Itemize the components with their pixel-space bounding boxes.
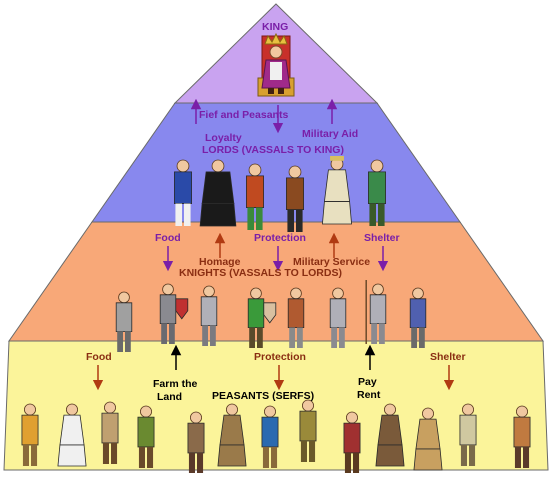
- peasants-title: PEASANTS (SERFS): [212, 390, 315, 402]
- pay-label-line2: Rent: [357, 389, 381, 401]
- knight-figure-icon: [247, 287, 277, 348]
- lord-figure-icon: [199, 159, 237, 227]
- knight-figure-icon: [287, 287, 305, 348]
- peasant-figure-icon: [187, 411, 205, 474]
- protection-label-peasants: Protection: [254, 351, 306, 363]
- peasant-figure-icon: [21, 403, 39, 466]
- knight-figure-icon: [159, 283, 189, 344]
- homage-label: Homage: [199, 256, 241, 268]
- peasant-figure-icon: [217, 403, 247, 467]
- knights-title: KNIGHTS (VASSALS TO LORDS): [179, 267, 342, 279]
- farm-label-line2: Land: [157, 391, 183, 403]
- loyalty-label: Loyalty: [205, 132, 242, 144]
- knight-figure-icon: [329, 287, 347, 348]
- food-label-peasants: Food: [86, 351, 112, 363]
- lord-figure-icon: [286, 165, 304, 232]
- peasant-figure-icon: [413, 407, 443, 471]
- lord-figure-icon: [246, 163, 264, 230]
- peasant-figure-icon: [299, 399, 317, 462]
- shelter-label-knights: Shelter: [364, 232, 400, 244]
- lord-figure-icon: [321, 156, 353, 225]
- food-label-knights: Food: [155, 232, 181, 244]
- peasant-figure-icon: [343, 411, 361, 474]
- farm-label-line1: Farm the: [153, 378, 198, 390]
- protection-label-knights: Protection: [254, 232, 306, 244]
- knight-figure-icon: [365, 280, 387, 344]
- peasant-figure-icon: [375, 403, 405, 467]
- king-on-throne-icon: [257, 32, 295, 97]
- military-service-label: Military Service: [293, 256, 371, 268]
- peasant-figure-icon: [137, 405, 155, 468]
- pay-label-line1: Pay: [358, 376, 377, 388]
- peasant-figure-icon: [101, 401, 119, 464]
- military-aid-label: Military Aid: [302, 128, 359, 140]
- peasant-figure-icon: [459, 403, 477, 466]
- lord-figure-icon: [368, 159, 386, 226]
- peasant-figure-icon: [513, 405, 531, 468]
- knight-figure-icon: [409, 287, 427, 348]
- peasant-figure-icon: [57, 403, 87, 467]
- lord-figure-icon: [174, 159, 192, 226]
- shelter-label-peasants: Shelter: [430, 351, 466, 363]
- fief-label: Fief and Peasants: [199, 109, 289, 121]
- peasant-figure-icon: [261, 405, 279, 468]
- king-title: KING: [262, 21, 289, 33]
- lords-title: LORDS (VASSALS TO KING): [202, 144, 344, 156]
- knight-figure-icon: [115, 291, 133, 352]
- knight-figure-icon: [200, 285, 218, 346]
